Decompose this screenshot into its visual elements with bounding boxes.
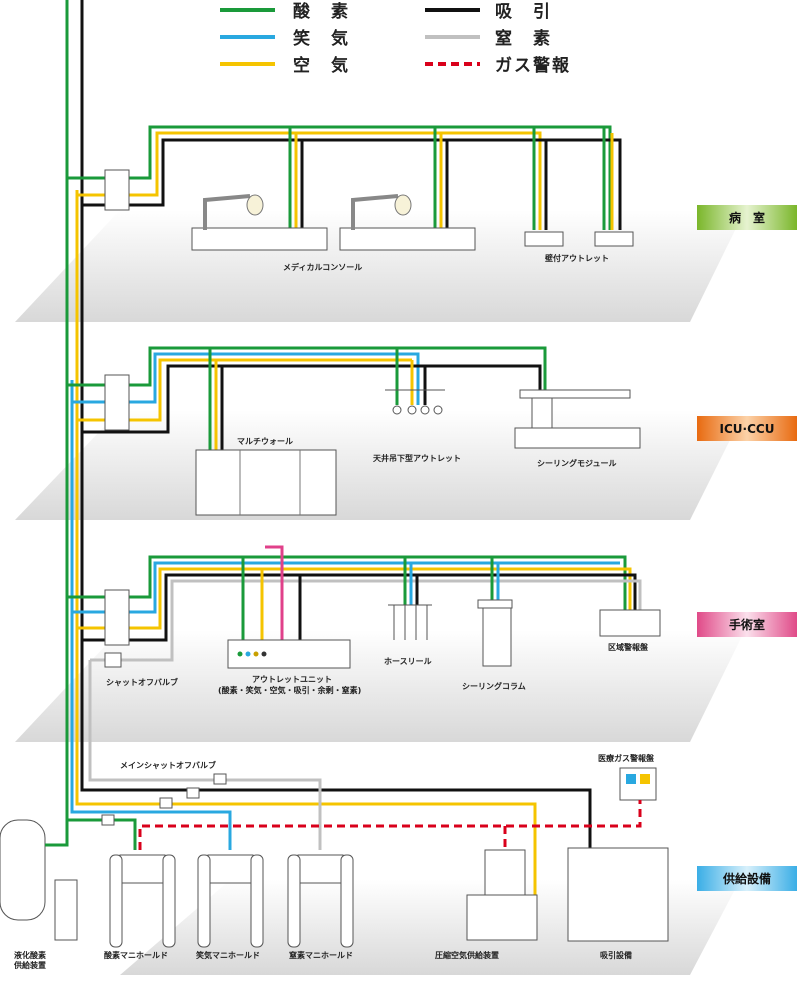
tag-or-label: 手術室 bbox=[729, 617, 765, 632]
tag-icu bbox=[697, 416, 797, 441]
hose-reel bbox=[388, 604, 432, 640]
ward-piping bbox=[67, 125, 622, 230]
label-outlet-unit-sub: (酸素・笑気・空気・吸引・余剰・窒素) bbox=[218, 685, 361, 695]
or-piping bbox=[67, 545, 642, 662]
ceiling-module bbox=[514, 389, 641, 449]
label-lox-2: 供給装置 bbox=[13, 960, 46, 970]
tag-or bbox=[697, 612, 797, 637]
label-n2-manifold: 窒素マニホールド bbox=[289, 950, 353, 960]
shutoff-valve[interactable] bbox=[104, 652, 122, 668]
area-alarm-panel bbox=[599, 609, 661, 637]
or-valve-box bbox=[104, 589, 130, 646]
wall-outlet-2 bbox=[594, 231, 634, 247]
label-suction-equipment: 吸引設備 bbox=[600, 950, 632, 960]
main-shutoff-valve-o2[interactable] bbox=[186, 787, 200, 799]
liquid-oxygen-supply bbox=[0, 819, 78, 941]
main-shutoff-valve-air[interactable] bbox=[159, 797, 173, 809]
medical-console-2 bbox=[339, 194, 476, 251]
legend-nitrogen: 窒 素 bbox=[495, 28, 552, 49]
medical-console-1 bbox=[191, 194, 328, 251]
label-ceiling-column: シーリングコラム bbox=[462, 681, 526, 691]
tag-icu-label: ICU·CCU bbox=[720, 422, 775, 436]
ceiling-column bbox=[477, 599, 513, 667]
main-shutoff-valve-n2o[interactable] bbox=[101, 814, 115, 826]
o2-manifold bbox=[109, 854, 176, 948]
label-lox-1: 液化酸素 bbox=[14, 950, 46, 960]
tag-ward-label: 病 室 bbox=[729, 210, 765, 225]
legend-gas-alarm: ガス警報 bbox=[495, 55, 571, 76]
gas-alarm-line bbox=[138, 800, 642, 850]
n2-manifold bbox=[287, 854, 354, 948]
label-multi-wall: マルチウォール bbox=[237, 437, 293, 446]
floor-plate-or bbox=[15, 630, 745, 742]
ceiling-outlet bbox=[385, 389, 445, 415]
label-outlet-unit: アウトレットユニット bbox=[252, 675, 332, 684]
tag-ward bbox=[697, 205, 797, 230]
air-supply bbox=[466, 849, 538, 941]
legend-suction: 吸 引 bbox=[495, 2, 552, 22]
label-gas-alarm-panel: 医療ガス警報盤 bbox=[598, 753, 655, 763]
label-n2o-manifold: 笑気マニホールド bbox=[195, 950, 260, 960]
label-medical-console: メディカルコンソール bbox=[283, 262, 362, 272]
ward-valve-box bbox=[104, 169, 130, 211]
legend: 酸 素 笑 気 空 気 吸 引 窒 素 ガス警報 bbox=[220, 1, 571, 76]
label-air-supply: 圧縮空気供給装置 bbox=[435, 950, 499, 960]
floor-plate-ward bbox=[15, 210, 745, 322]
label-o2-manifold: 酸素マニホールド bbox=[104, 950, 168, 960]
label-area-alarm: 区域警報盤 bbox=[608, 642, 649, 652]
multi-wall bbox=[195, 449, 337, 516]
label-ceiling-outlet: 天井吊下型アウトレット bbox=[373, 453, 461, 463]
label-wall-outlet: 壁付アウトレット bbox=[545, 253, 609, 263]
outlet-unit bbox=[227, 639, 351, 669]
legend-air: 空 気 bbox=[293, 55, 350, 76]
gas-alarm-panel bbox=[619, 767, 657, 801]
label-hose-reel: ホースリール bbox=[384, 657, 432, 666]
icu-valve-box bbox=[104, 374, 130, 431]
wall-outlet-1 bbox=[524, 231, 564, 247]
tag-supply bbox=[697, 866, 797, 891]
tag-supply-label: 供給設備 bbox=[722, 871, 771, 886]
suction-equipment bbox=[567, 847, 669, 942]
label-ceiling-module: シーリングモジュール bbox=[537, 458, 616, 468]
main-shutoff-valve-n2[interactable] bbox=[213, 773, 227, 785]
legend-oxygen: 酸 素 bbox=[293, 1, 350, 22]
label-main-shutoff-valve: メインシャットオフバルブ bbox=[120, 760, 216, 770]
n2o-manifold bbox=[197, 854, 264, 948]
label-shutoff-valve: シャットオフバルブ bbox=[106, 677, 178, 687]
legend-nitrous-oxide: 笑 気 bbox=[293, 28, 350, 49]
